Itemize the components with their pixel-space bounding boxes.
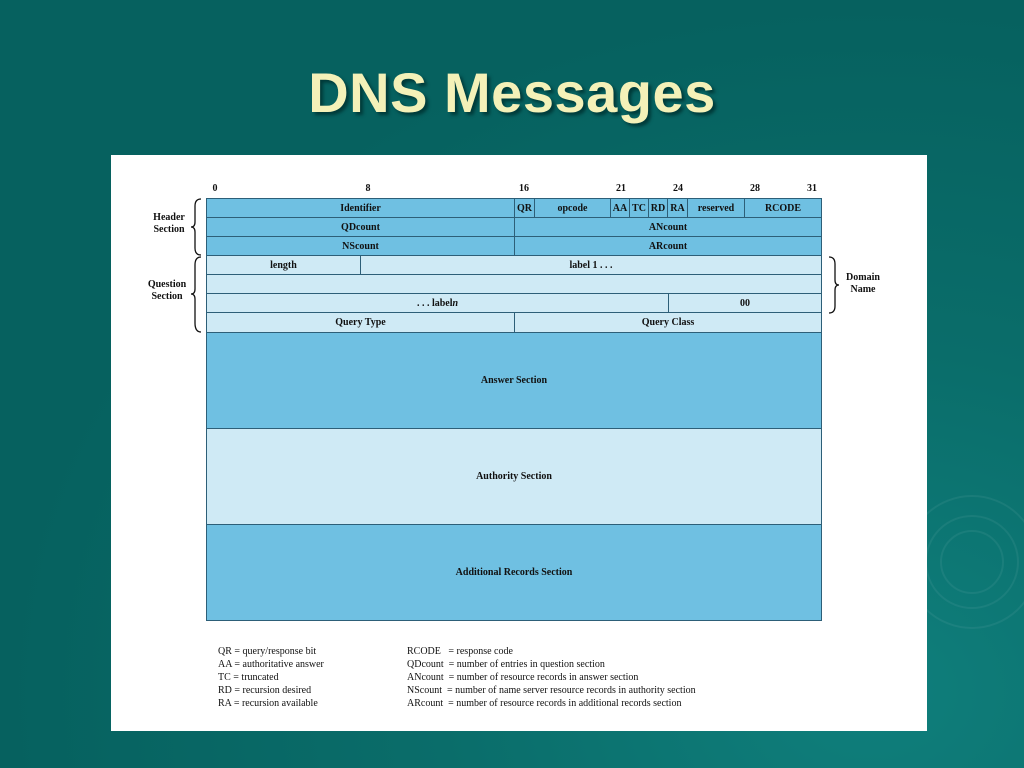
legend-item: AA = authoritative answer <box>218 659 324 670</box>
label-1-field: label 1 . . . <box>360 255 822 275</box>
reserved-field: reserved <box>687 198 745 218</box>
header-label-line: Header <box>153 212 185 223</box>
legend-item: RCODE = response code <box>407 646 513 657</box>
answer-section: Answer Section <box>206 332 822 429</box>
slide-title: DNS Messages <box>308 61 716 124</box>
qr-field: QR <box>514 198 535 218</box>
bit-number: 24 <box>673 183 683 194</box>
domain-name-brace-icon <box>828 256 840 314</box>
question-brace-icon <box>190 256 202 333</box>
question-label-line: Question <box>147 279 187 290</box>
ra-field: RA <box>667 198 688 218</box>
bit-number: 21 <box>616 183 626 194</box>
nscount-field: NScount <box>206 236 515 256</box>
arcount-field: ARcount <box>514 236 822 256</box>
legend-item: ANcount = number of resource records in … <box>407 672 639 683</box>
bit-number: 16 <box>519 183 529 194</box>
legend-item: ARcount = number of resource records in … <box>407 698 682 709</box>
rd-field: RD <box>648 198 668 218</box>
label-continuation-row <box>206 274 822 294</box>
question-section-label: Question Section <box>137 279 197 303</box>
ancount-field: ANcount <box>514 217 822 237</box>
bit-number: 31 <box>807 183 817 194</box>
identifier-field: Identifier <box>206 198 515 218</box>
bit-number: 8 <box>365 183 371 194</box>
legend-item: TC = truncated <box>218 672 279 683</box>
tc-field: TC <box>629 198 649 218</box>
qdcount-field: QDcount <box>206 217 515 237</box>
header-brace-icon <box>190 198 202 256</box>
additional-records-section: Additional Records Section <box>206 524 822 621</box>
legend-item: RD = recursion desired <box>218 685 312 696</box>
aa-field: AA <box>610 198 630 218</box>
domain-label-line: Name <box>850 284 876 295</box>
header-label-line: Section <box>153 224 185 235</box>
bit-number: 0 <box>212 183 218 194</box>
query-type-field: Query Type <box>206 312 515 333</box>
zero-terminator-field: 00 <box>668 293 822 313</box>
opcode-field: opcode <box>534 198 611 218</box>
authority-section: Authority Section <box>206 428 822 525</box>
header-section-label: Header Section <box>139 212 199 236</box>
legend-item: RA = recursion available <box>218 698 318 709</box>
legend-item: QR = query/response bit <box>218 646 317 657</box>
dns-message-diagram: 0 8 16 21 24 28 31 Identifier QR opcode … <box>111 155 927 731</box>
length-field: length <box>206 255 361 275</box>
domain-label-line: Domain <box>846 272 880 283</box>
label-n-field: . . . label n <box>206 293 669 313</box>
domain-name-label: Domain Name <box>833 272 893 296</box>
legend-item: QDcount = number of entries in question … <box>407 659 605 670</box>
rcode-field: RCODE <box>744 198 822 218</box>
question-label-line: Section <box>151 291 183 302</box>
bit-number: 28 <box>750 183 760 194</box>
query-class-field: Query Class <box>514 312 822 333</box>
legend-item: NScount = number of name server resource… <box>407 685 696 696</box>
